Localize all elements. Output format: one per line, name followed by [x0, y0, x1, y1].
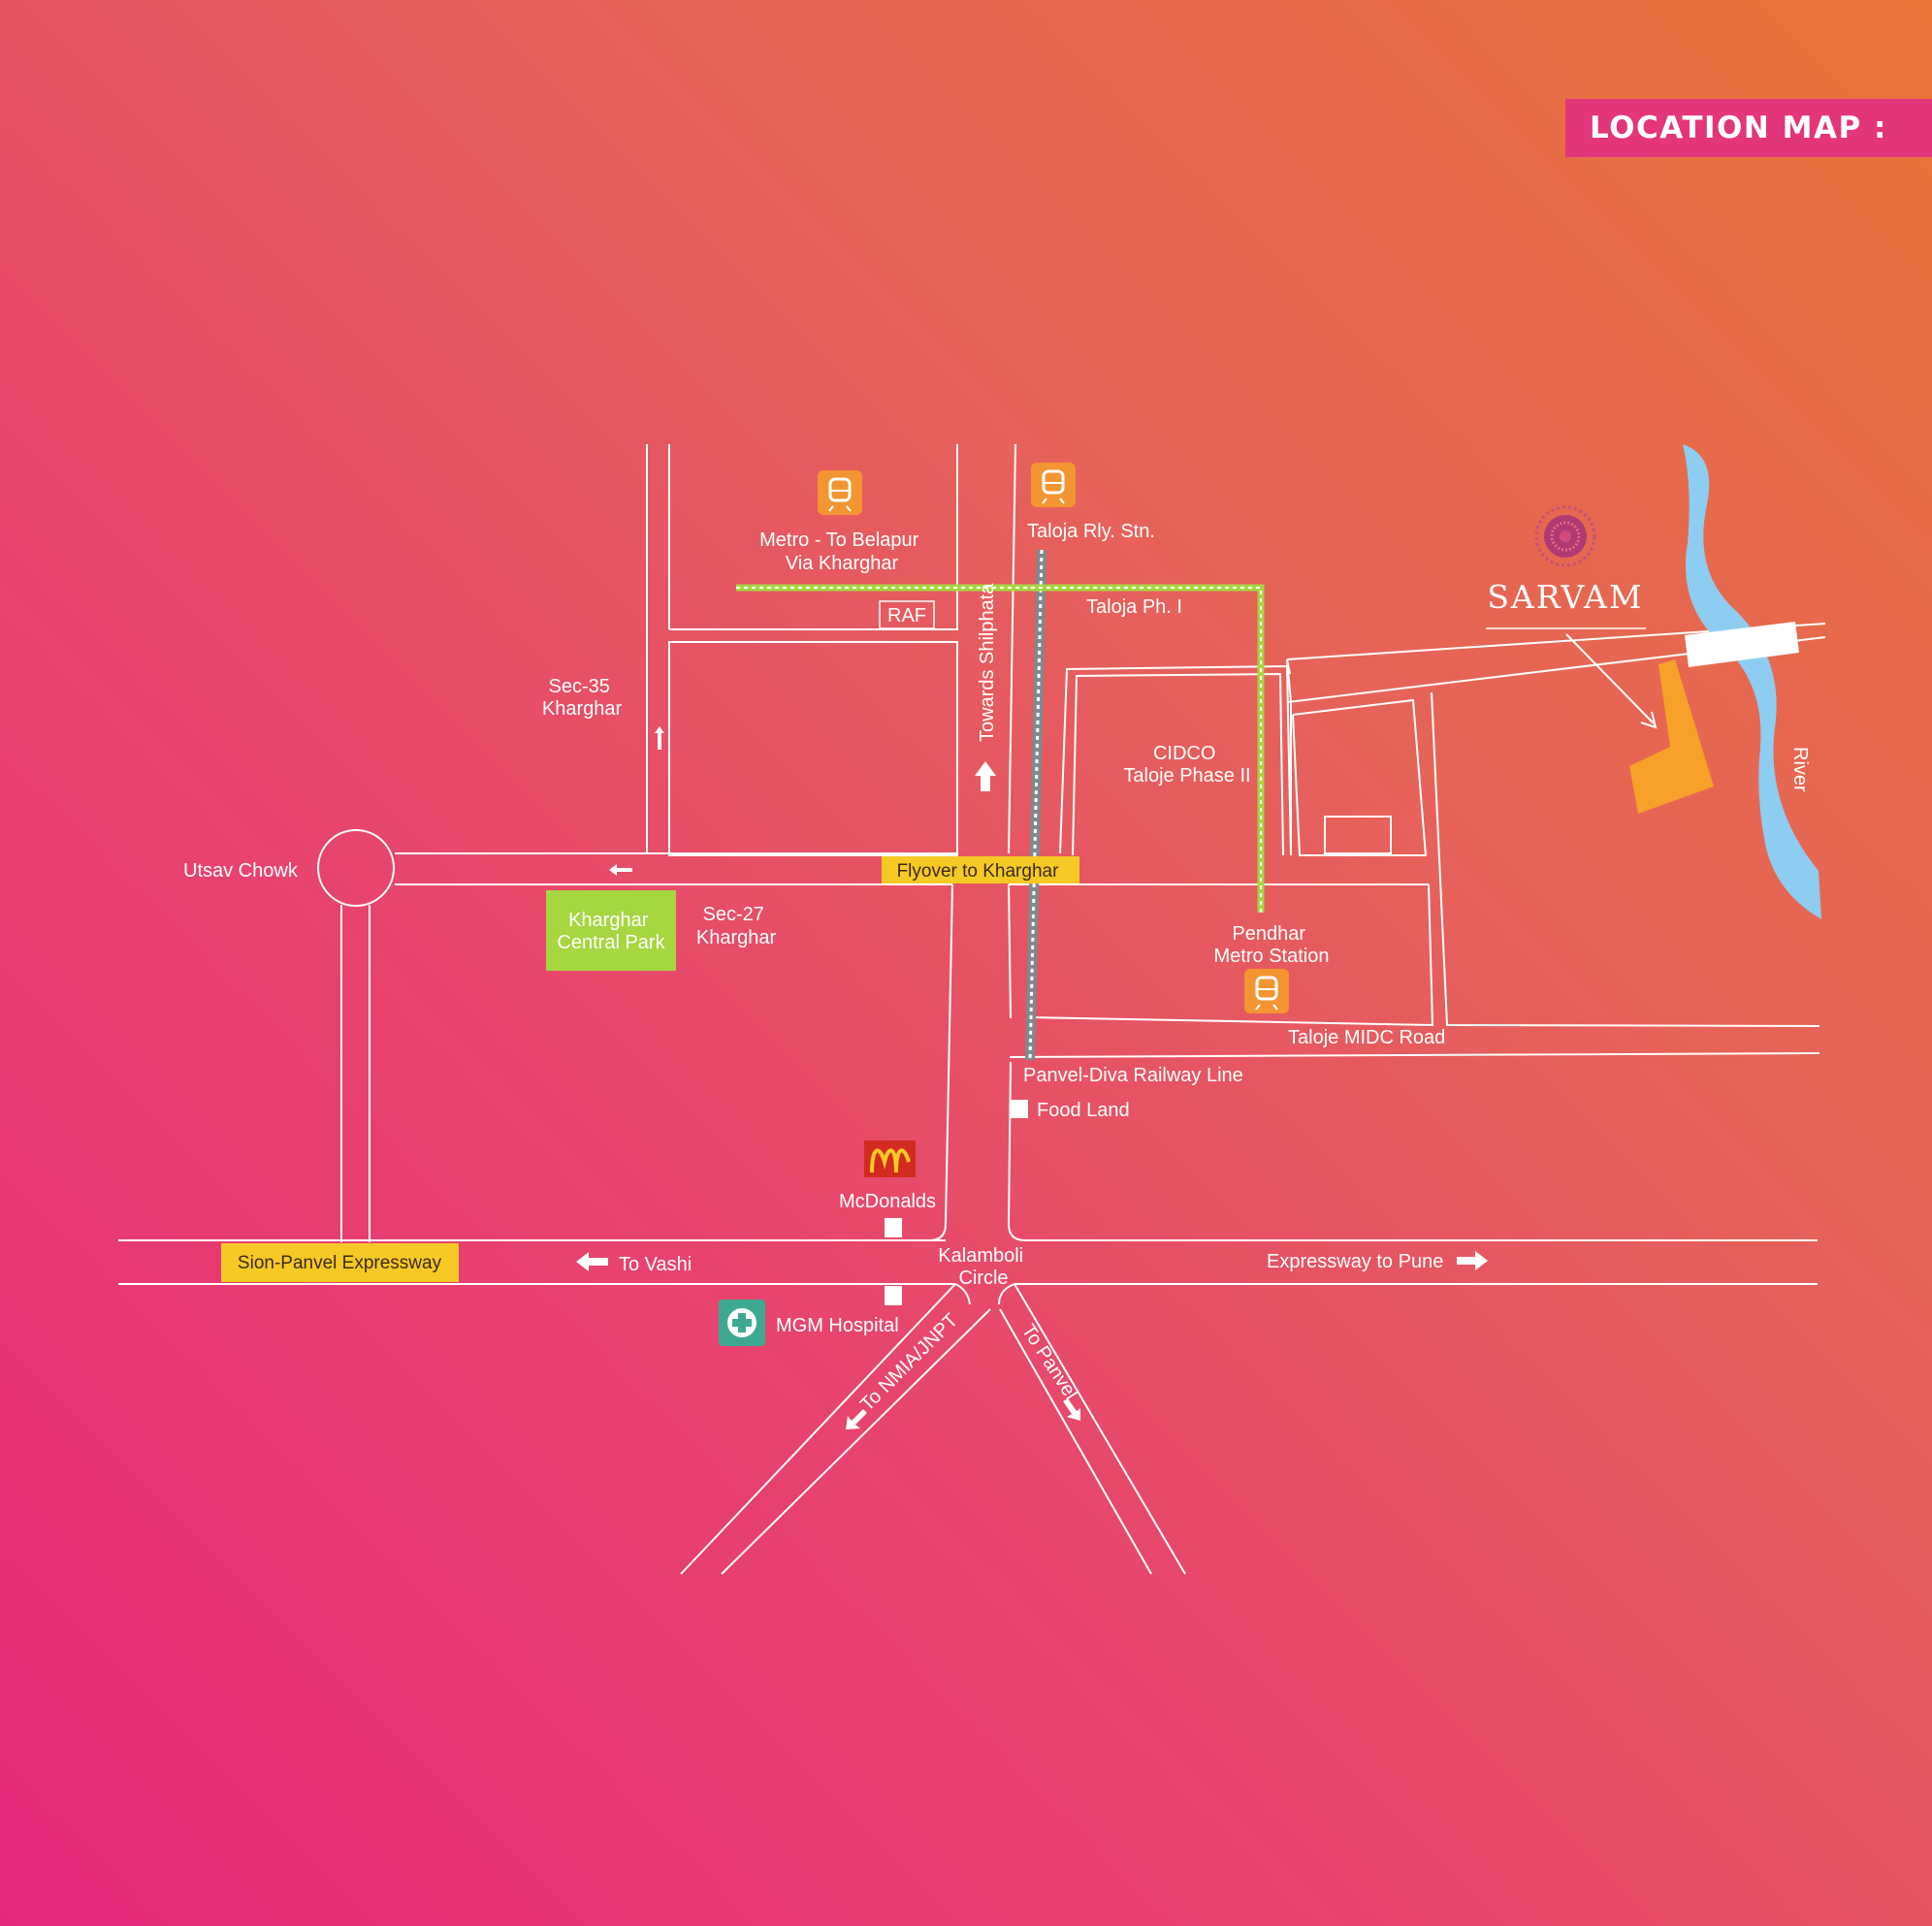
bridge — [1685, 622, 1799, 667]
mandala-logo-icon — [1534, 505, 1596, 567]
taloja-ph1-label: Taloja Ph. I — [1086, 596, 1182, 618]
central-park-label: Kharghar Central Park — [557, 910, 665, 953]
to-vashi-label: To Vashi — [619, 1254, 692, 1275]
location-map-title: LOCATION MAP : — [1565, 99, 1932, 157]
arrow-left-icon — [576, 1252, 608, 1271]
arrow-right-icon — [1457, 1251, 1488, 1270]
utsav-chowk-label: Utsav Chowk — [183, 860, 299, 882]
site-pointer — [1565, 633, 1655, 724]
sarvam-site — [1629, 659, 1714, 814]
to-panvel-label: To Panvel — [1017, 1321, 1081, 1404]
central-park-box — [546, 890, 676, 971]
river-label: River — [1789, 747, 1811, 792]
mcdonalds-label: McDonalds — [839, 1191, 936, 1212]
panvel-diva-label: Panvel-Diva Railway Line — [1023, 1065, 1243, 1086]
taloja-rly-stn-label: Taloja Rly. Stn. — [1027, 521, 1155, 542]
road-network — [118, 443, 1826, 1575]
kalamboli-label: Kalamboli Circle — [938, 1245, 1028, 1289]
flyover-label: Flyover to Kharghar — [897, 861, 1060, 882]
railway-line — [1025, 549, 1046, 1061]
river — [1683, 444, 1821, 919]
food-land-label: Food Land — [1037, 1100, 1130, 1121]
raf-label: RAF — [887, 605, 926, 626]
taloje-midc-label: Taloje MIDC Road — [1288, 1027, 1445, 1048]
mcdonalds-marker — [885, 1218, 902, 1237]
arrow-up-icon — [975, 761, 996, 791]
mgm-hospital-label: MGM Hospital — [776, 1315, 899, 1336]
mcdonalds-logo-icon — [864, 1140, 916, 1177]
sec27-label: Sec-27 Kharghar — [696, 904, 777, 948]
metro-line — [736, 584, 1265, 913]
cidco-label: CIDCO Taloje Phase II — [1123, 743, 1250, 786]
pendhar-label: Pendhar Metro Station — [1214, 923, 1330, 967]
arrow-down-right-icon — [1063, 1398, 1080, 1421]
raf-box — [879, 600, 935, 629]
expressway-pune-label: Expressway to Pune — [1267, 1251, 1443, 1272]
mgm-marker — [885, 1286, 902, 1305]
brand-name: SARVAM — [1487, 578, 1643, 616]
sec35-label: Sec-35 Kharghar — [542, 676, 623, 720]
sion-panvel-label: Sion-Panvel Expressway — [238, 1253, 442, 1273]
arrow-up-icon — [655, 726, 664, 750]
site-pointer-arrow — [1640, 711, 1658, 729]
towards-shilphata-label: Towards Shilphata — [977, 583, 998, 742]
food-land-marker — [1010, 1100, 1028, 1118]
hospital-cross-icon — [719, 1300, 765, 1346]
flyover-label-box — [882, 856, 1079, 883]
arrow-down-left-icon — [846, 1409, 867, 1429]
train-icon — [1244, 969, 1289, 1013]
train-icon — [818, 470, 862, 515]
sion-panvel-label-box — [221, 1243, 459, 1282]
train-icon — [1031, 463, 1076, 507]
arrow-left-icon — [609, 864, 632, 876]
metro-belapur-label: Metro - To Belapur Via Kharghar — [759, 530, 924, 574]
